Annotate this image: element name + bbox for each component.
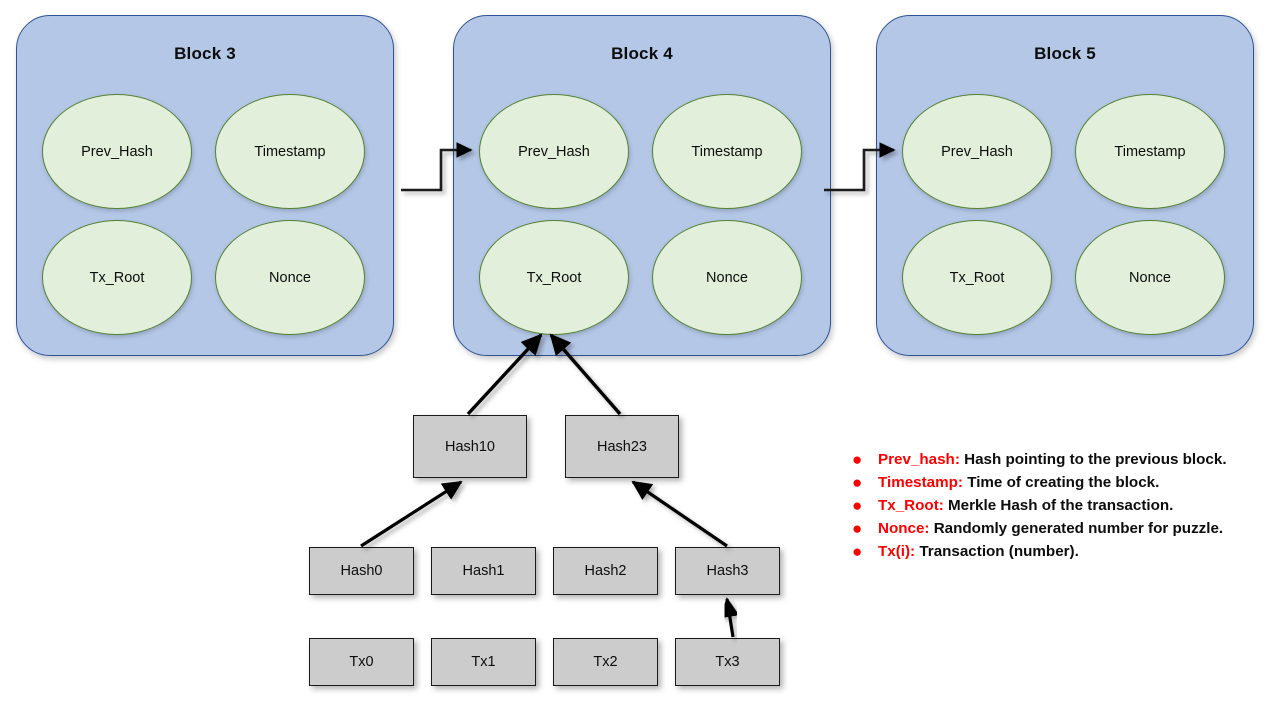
- block-title: Block 3: [174, 44, 236, 63]
- bullet-icon: ●: [852, 519, 863, 538]
- block-field-prev_hash[interactable]: Prev_Hash: [902, 94, 1052, 209]
- legend: ● Prev_hash: Hash pointing to the previou…: [852, 449, 1264, 564]
- merkle-node-label: Hash23: [597, 438, 647, 455]
- bullet-icon: ●: [852, 473, 863, 492]
- arrow-hash3-to-hash23: [631, 480, 728, 548]
- merkle-node-label: Hash1: [462, 563, 505, 579]
- merkle-node-hash3[interactable]: Hash3: [675, 547, 780, 595]
- merkle-node-tx1[interactable]: Tx1: [431, 638, 536, 686]
- merkle-node-tx0[interactable]: Tx0: [309, 638, 414, 686]
- legend-description: Merkle Hash of the transaction.: [943, 497, 1174, 514]
- block-field-nonce[interactable]: Nonce: [215, 220, 365, 335]
- block-field-label: Timestamp: [1114, 143, 1186, 160]
- arrow-tx3-to-hash3: [720, 597, 740, 638]
- block-field-timestamp[interactable]: Timestamp: [215, 94, 365, 209]
- block-field-prev_hash[interactable]: Prev_Hash: [479, 94, 629, 209]
- block-field-label: Tx_Root: [89, 269, 145, 286]
- merkle-node-label: Hash2: [584, 563, 627, 579]
- legend-item: ● Tx_Root: Merkle Hash of the transaction…: [852, 495, 1264, 517]
- bullet-icon: ●: [852, 542, 863, 561]
- legend-term: Timestamp:: [878, 474, 963, 491]
- legend-description: Randomly generated number for puzzle.: [929, 520, 1224, 537]
- block-field-label: Timestamp: [691, 143, 763, 160]
- legend-item: ● Timestamp: Time of creating the block.: [852, 472, 1264, 494]
- merkle-node-label: Hash3: [706, 563, 749, 579]
- merkle-node-label: Tx1: [471, 654, 496, 670]
- block-field-nonce[interactable]: Nonce: [652, 220, 802, 335]
- legend-description: Transaction (number).: [915, 543, 1079, 560]
- block-field-timestamp[interactable]: Timestamp: [1075, 94, 1225, 209]
- block-field-label: Prev_Hash: [941, 143, 1013, 160]
- merkle-node-hash10[interactable]: Hash10: [413, 415, 527, 478]
- block-field-label: Prev_Hash: [518, 143, 590, 160]
- block-field-label: Nonce: [1129, 269, 1171, 286]
- legend-item: ● Tx(i): Transaction (number).: [852, 541, 1264, 563]
- block-field-timestamp[interactable]: Timestamp: [652, 94, 802, 209]
- block-field-prev_hash[interactable]: Prev_Hash: [42, 94, 192, 209]
- merkle-node-label: Tx2: [593, 654, 618, 670]
- block-field-tx_root[interactable]: Tx_Root: [902, 220, 1052, 335]
- block-field-label: Tx_Root: [526, 269, 582, 286]
- legend-description: Time of creating the block.: [962, 474, 1160, 491]
- arrow-hash0-to-hash10: [360, 480, 463, 548]
- block-field-label: Tx_Root: [949, 269, 1005, 286]
- bullet-icon: ●: [852, 450, 863, 469]
- legend-term: Tx(i):: [878, 543, 916, 560]
- block-field-label: Prev_Hash: [81, 143, 153, 160]
- legend-text: Nonce: Randomly generated number for puz…: [878, 518, 1223, 540]
- merkle-node-label: Hash10: [445, 438, 495, 455]
- block-field-tx_root[interactable]: Tx_Root: [479, 220, 629, 335]
- legend-item: ● Prev_hash: Hash pointing to the previou…: [852, 449, 1264, 471]
- legend-term: Nonce:: [878, 520, 930, 537]
- merkle-node-label: Tx3: [715, 654, 740, 670]
- block-field-nonce[interactable]: Nonce: [1075, 220, 1225, 335]
- block-field-label: Timestamp: [254, 143, 326, 160]
- merkle-node-tx3[interactable]: Tx3: [675, 638, 780, 686]
- legend-text: Tx_Root: Merkle Hash of the transaction.: [878, 495, 1173, 517]
- block-field-label: Nonce: [706, 269, 748, 286]
- legend-item: ● Nonce: Randomly generated number for pu…: [852, 518, 1264, 540]
- merkle-node-hash1[interactable]: Hash1: [431, 547, 536, 595]
- merkle-node-tx2[interactable]: Tx2: [553, 638, 658, 686]
- block-field-label: Nonce: [269, 269, 311, 286]
- legend-text: Prev_hash: Hash pointing to the previous…: [878, 449, 1227, 471]
- block-title: Block 5: [1034, 44, 1096, 63]
- legend-text: Tx(i): Transaction (number).: [878, 541, 1079, 563]
- legend-term: Prev_hash:: [878, 451, 960, 468]
- merkle-node-hash0[interactable]: Hash0: [309, 547, 414, 595]
- bullet-icon: ●: [852, 496, 863, 515]
- merkle-node-hash2[interactable]: Hash2: [553, 547, 658, 595]
- block-title: Block 4: [611, 44, 673, 63]
- legend-text: Timestamp: Time of creating the block.: [878, 472, 1159, 494]
- merkle-node-hash23[interactable]: Hash23: [565, 415, 679, 478]
- merkle-node-label: Hash0: [340, 563, 383, 579]
- block-field-tx_root[interactable]: Tx_Root: [42, 220, 192, 335]
- legend-term: Tx_Root:: [878, 497, 944, 514]
- legend-description: Hash pointing to the previous block.: [959, 451, 1227, 468]
- merkle-node-label: Tx0: [349, 654, 374, 670]
